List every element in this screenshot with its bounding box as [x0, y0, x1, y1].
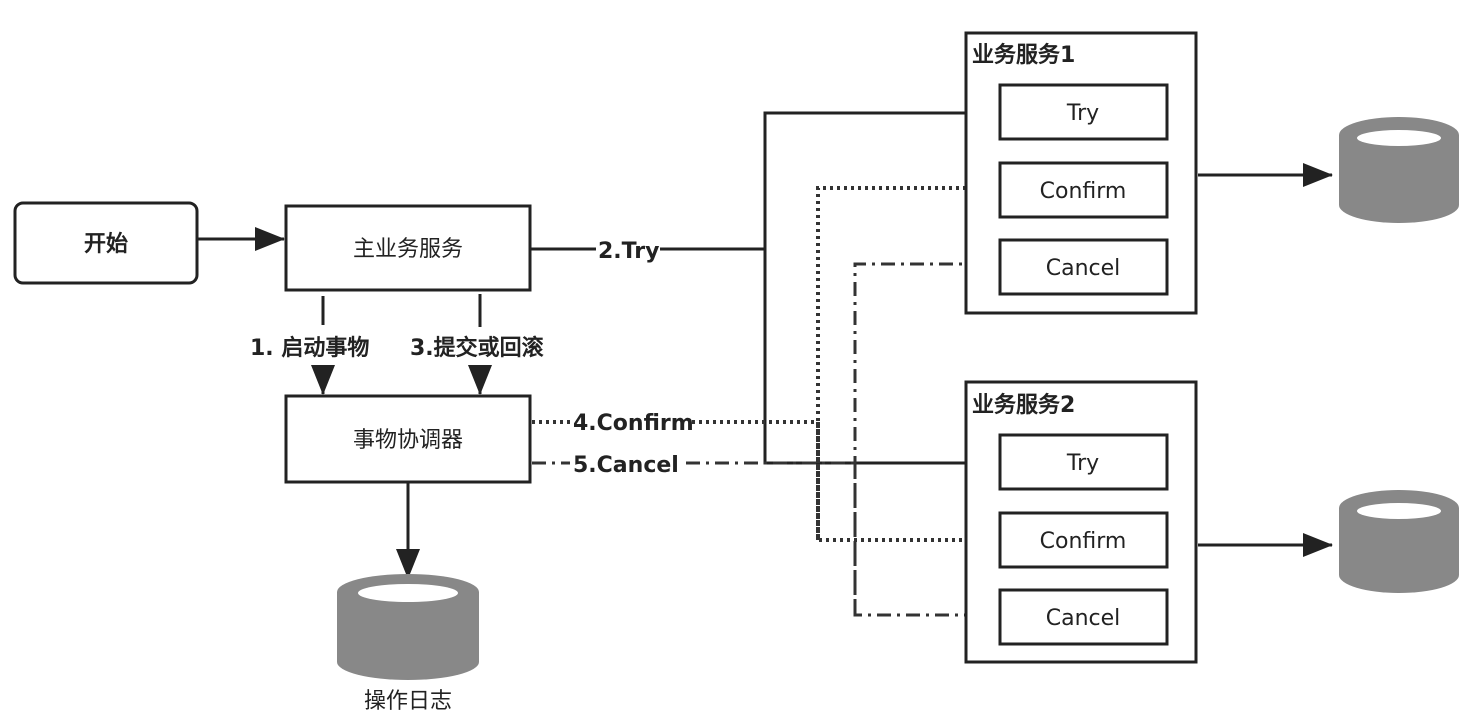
- main-service-node: 主业务服务: [284, 204, 532, 292]
- service1-container: 业务服务1 Try Confirm Cancel: [964, 31, 1198, 315]
- step3-label: 3.提交或回滚: [410, 335, 545, 361]
- step4-label: 4.Confirm: [573, 411, 694, 436]
- service2-try-label: Try: [1066, 451, 1099, 476]
- service2-cancel-box: [998, 588, 1169, 646]
- service1-try-label: Try: [1066, 101, 1099, 126]
- edge-confirm-service2: [816, 422, 999, 552]
- service1-cancel-box: [998, 238, 1169, 296]
- step5-label: 5.Cancel: [573, 453, 679, 478]
- log-database-icon: [337, 574, 479, 680]
- edge-cancel-service2: [853, 463, 999, 627]
- edge-confirm-service1: [816, 176, 999, 540]
- main-service-label: 主业务服务: [353, 237, 463, 262]
- service1-database-icon: [1339, 117, 1459, 223]
- service2-confirm-label: Confirm: [1040, 529, 1127, 554]
- service1-try-box: [998, 83, 1169, 141]
- service2-cancel-label: Cancel: [1046, 606, 1121, 631]
- service2-database-icon: [1339, 490, 1459, 593]
- service1-confirm-box: [998, 161, 1169, 219]
- step2-label: 2.Try: [598, 239, 659, 264]
- start-node: 开始: [13, 201, 199, 285]
- service1-cancel-label: Cancel: [1046, 256, 1121, 281]
- edge-try-service1: [660, 101, 999, 251]
- service2-confirm-box: [998, 511, 1169, 569]
- service1-title: 业务服务1: [972, 43, 1075, 68]
- edge-try-service2: [763, 249, 999, 475]
- log-db-label: 操作日志: [364, 689, 452, 714]
- service2-try-box: [998, 433, 1169, 491]
- start-label: 开始: [84, 231, 128, 257]
- coordinator-label: 事物协调器: [353, 428, 463, 453]
- service1-confirm-label: Confirm: [1040, 179, 1127, 204]
- service2-title: 业务服务2: [972, 393, 1075, 418]
- step1-label: 1. 启动事物: [250, 335, 369, 361]
- service2-container: 业务服务2 Try Confirm Cancel: [964, 380, 1198, 664]
- coordinator-node: 事物协调器: [284, 394, 532, 484]
